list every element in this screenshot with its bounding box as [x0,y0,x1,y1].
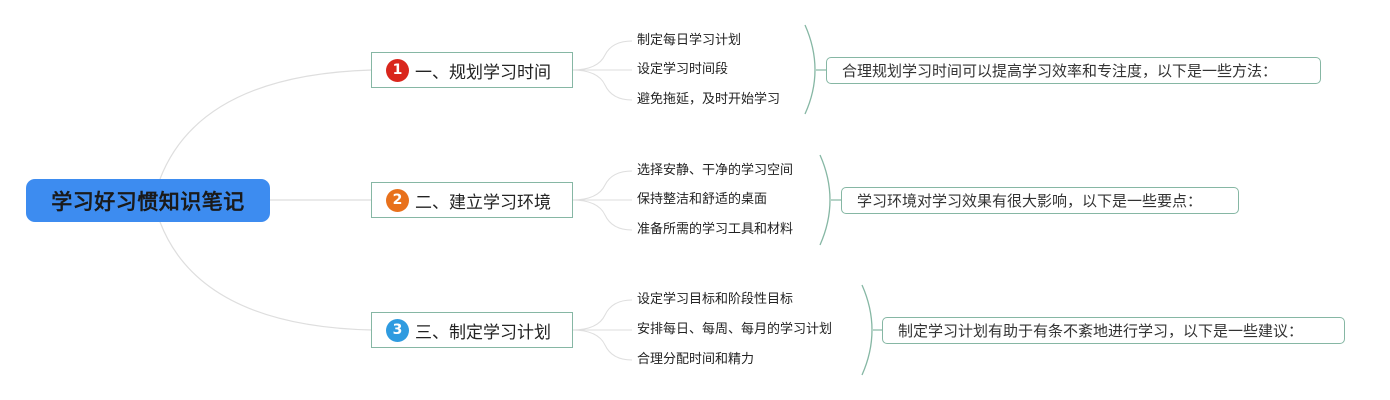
summary-3[interactable]: 制定学习计划有助于有条不紊地进行学习，以下是一些建议： [882,317,1345,344]
summary-bracket-2 [819,154,831,246]
summary-label: 学习环境对学习效果有很大影响，以下是一些要点： [857,192,1203,210]
branch-topic-1[interactable]: 1 一、规划学习时间 [371,52,573,88]
number-marker-1-icon: 1 [386,58,409,82]
root-topic[interactable]: 学习好习惯知识笔记 [26,179,270,222]
branch-topic-label: 一、规划学习时间 [415,62,551,83]
subtopic-1-3[interactable]: 避免拖延，及时开始学习 [637,92,781,107]
connector-b1-item-3 [571,69,633,101]
branch-topic-2[interactable]: 2 二、建立学习环境 [371,182,573,218]
branch-topic-label: 二、建立学习环境 [415,192,551,213]
subtopic-3-3[interactable]: 合理分配时间和精力 [637,352,755,367]
connector-b1-item-1 [571,40,633,71]
connector-root-branch-1 [159,69,373,180]
subtopic-3-1[interactable]: 设定学习目标和阶段性目标 [637,292,794,307]
branch-topic-3[interactable]: 3 三、制定学习计划 [371,312,573,348]
branch-topic-label: 三、制定学习计划 [415,322,551,343]
summary-bracket-3 [861,284,873,376]
subtopic-2-1[interactable]: 选择安静、干净的学习空间 [637,163,794,178]
connector-b3-item-1 [571,299,633,331]
connector-b2-item-1 [571,170,633,201]
subtopic-2-2[interactable]: 保持整洁和舒适的桌面 [637,192,768,207]
summary-label: 制定学习计划有助于有条不紊地进行学习，以下是一些建议： [898,322,1304,340]
summary-1[interactable]: 合理规划学习时间可以提高学习效率和专注度，以下是一些方法： [826,57,1321,84]
number-marker-3-icon: 3 [386,318,409,342]
summary-bracket-1 [804,24,816,115]
number-marker-2-icon: 2 [386,188,409,212]
connector-root-branch-3 [159,221,373,331]
summary-2[interactable]: 学习环境对学习效果有很大影响，以下是一些要点： [841,187,1239,214]
subtopic-1-1[interactable]: 制定每日学习计划 [637,33,742,48]
connector-b3-item-3 [571,329,633,361]
summary-label: 合理规划学习时间可以提高学习效率和专注度，以下是一些方法： [842,62,1278,80]
subtopic-2-3[interactable]: 准备所需的学习工具和材料 [637,222,794,237]
connector-b2-item-3 [571,199,633,231]
root-topic-label: 学习好习惯知识笔记 [51,189,245,214]
subtopic-1-2[interactable]: 设定学习时间段 [637,62,729,77]
subtopic-3-2[interactable]: 安排每日、每周、每月的学习计划 [637,322,833,337]
